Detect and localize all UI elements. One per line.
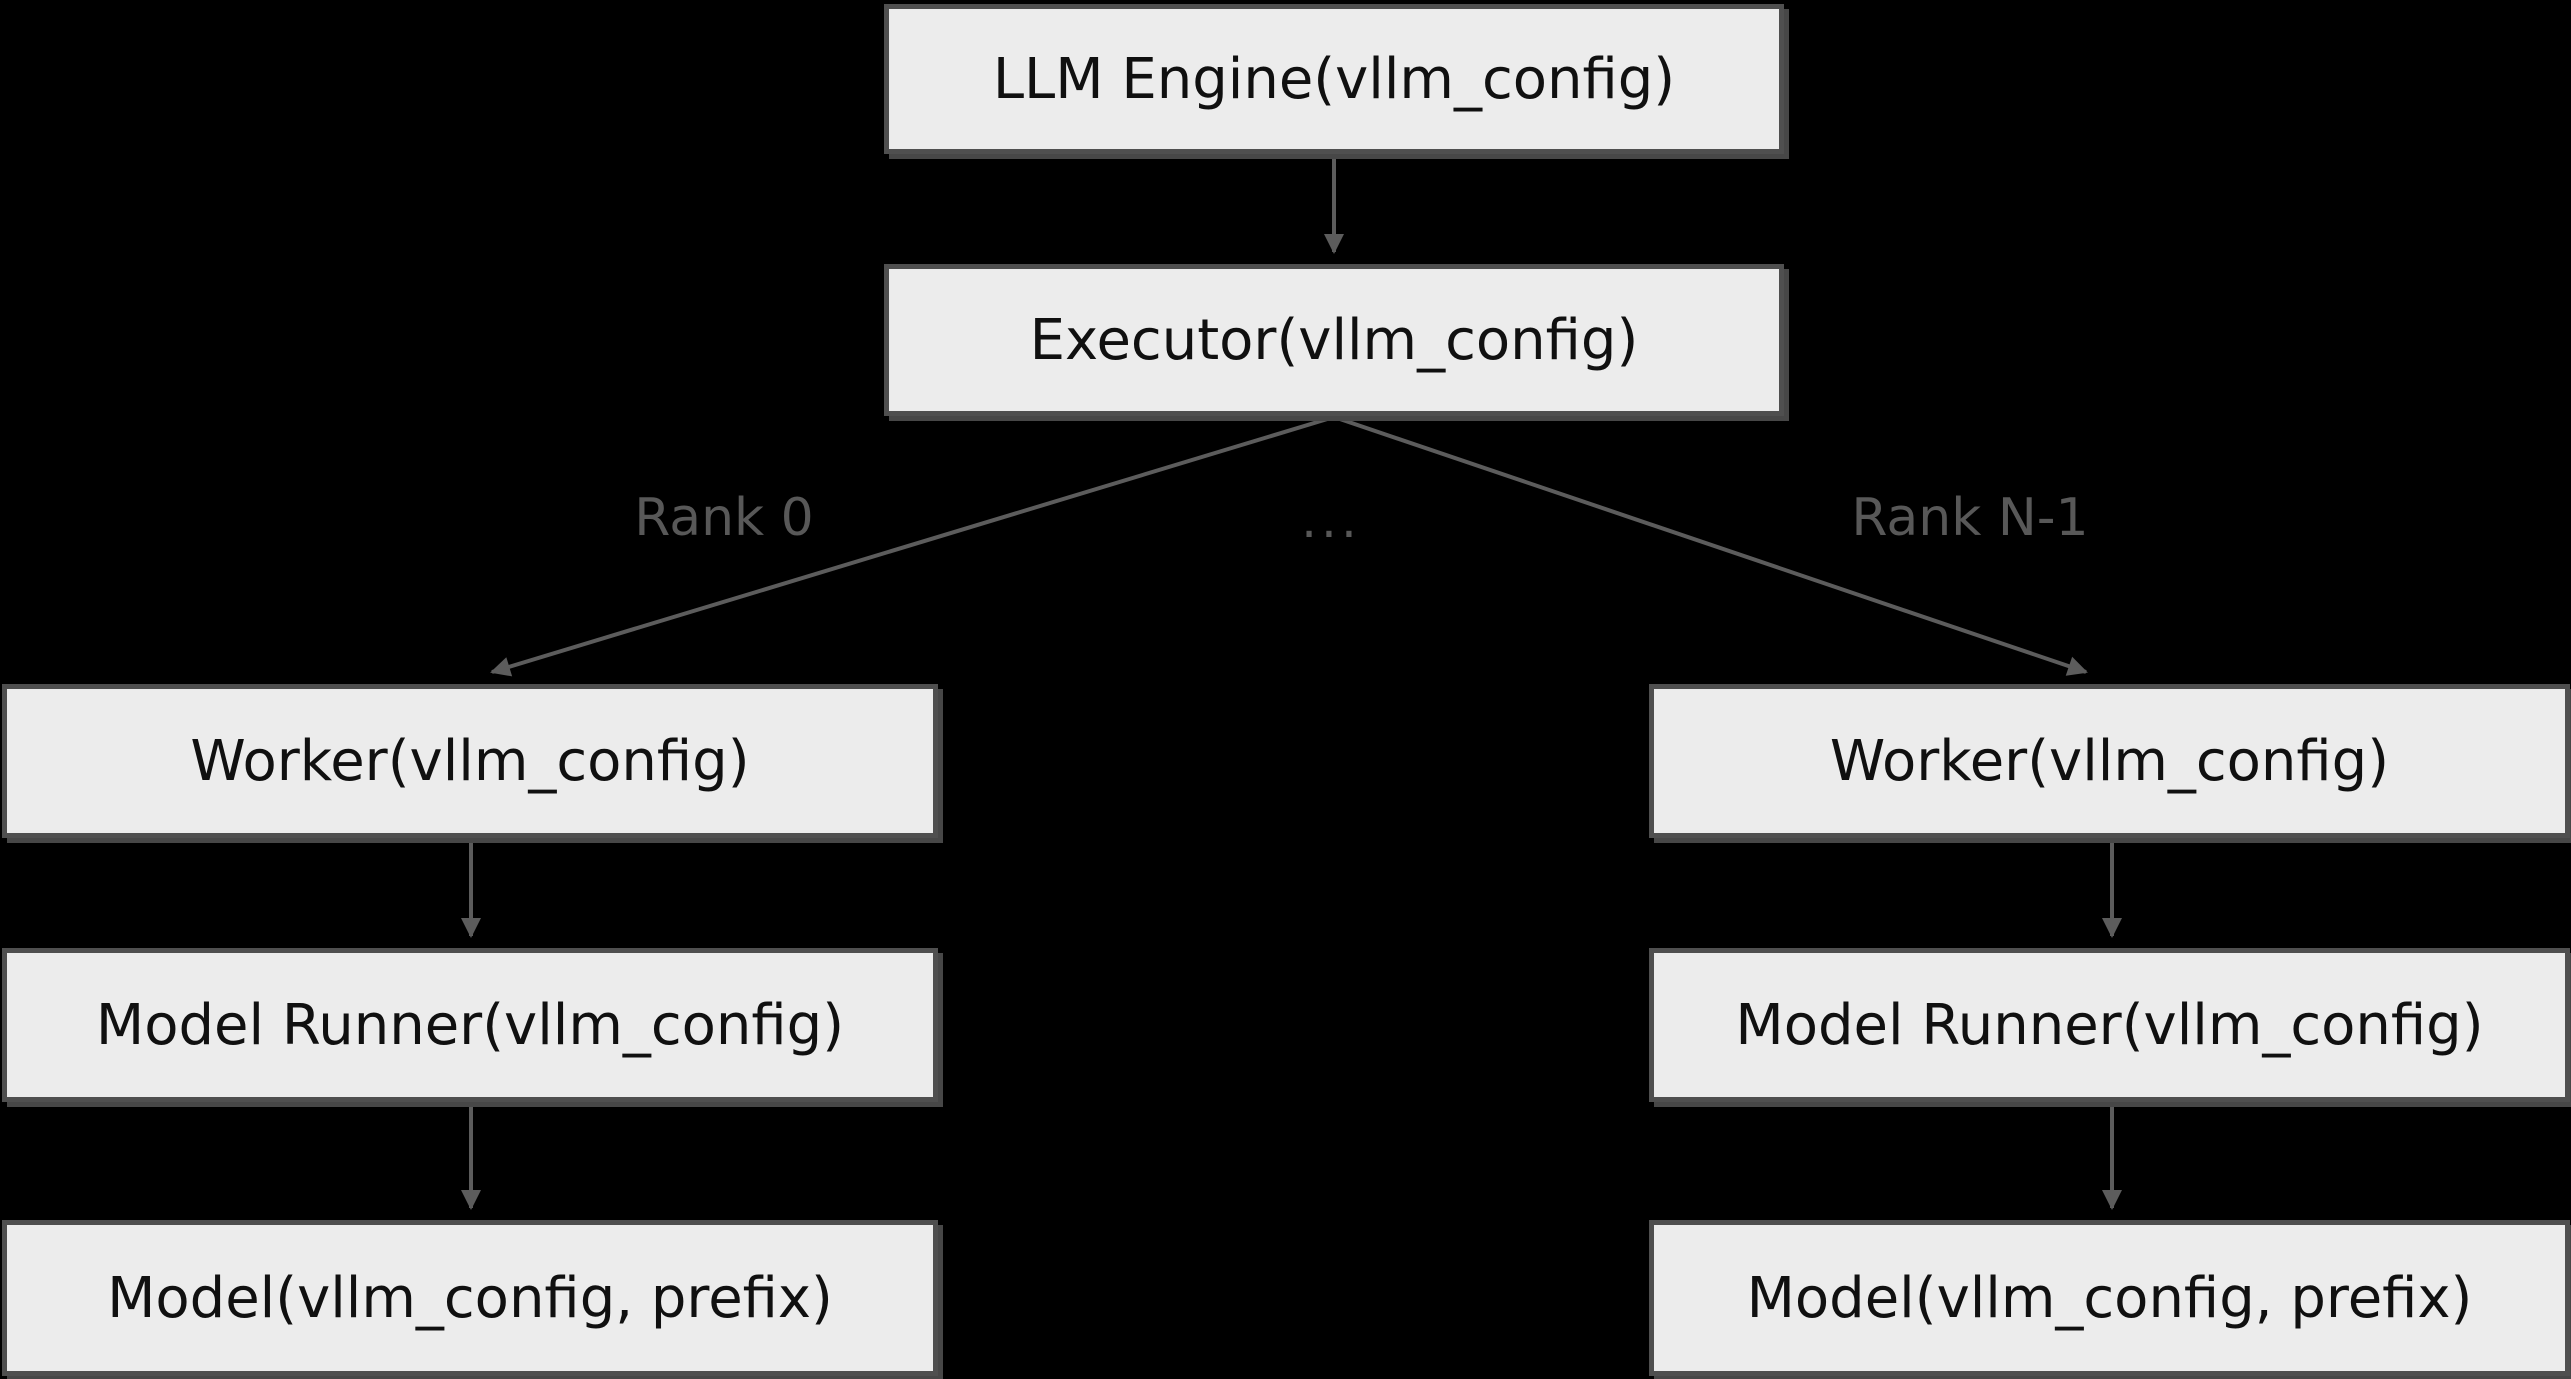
node-worker-rank-n-1: Worker(vllm_config)	[1649, 684, 2570, 838]
edge-label-rank-0: Rank 0	[634, 488, 814, 548]
node-model-rank-0: Model(vllm_config, prefix)	[2, 1220, 938, 1376]
node-model-runner-rank-n-1: Model Runner(vllm_config)	[1649, 948, 2570, 1102]
node-executor: Executor(vllm_config)	[884, 264, 1784, 416]
edge-label-rank-n-1: Rank N-1	[1851, 488, 2089, 548]
node-llm-engine: LLM Engine(vllm_config)	[884, 4, 1784, 154]
edge-executor-worker-right	[1333, 415, 2088, 676]
node-model-runner-rank-0: Model Runner(vllm_config)	[2, 948, 938, 1102]
node-model-rank-n-1: Model(vllm_config, prefix)	[1649, 1220, 2570, 1376]
edge-executor-worker-left	[490, 415, 1335, 677]
node-worker-rank-0: Worker(vllm_config)	[2, 684, 938, 838]
edge-label-ellipsis: ...	[1301, 491, 1361, 549]
